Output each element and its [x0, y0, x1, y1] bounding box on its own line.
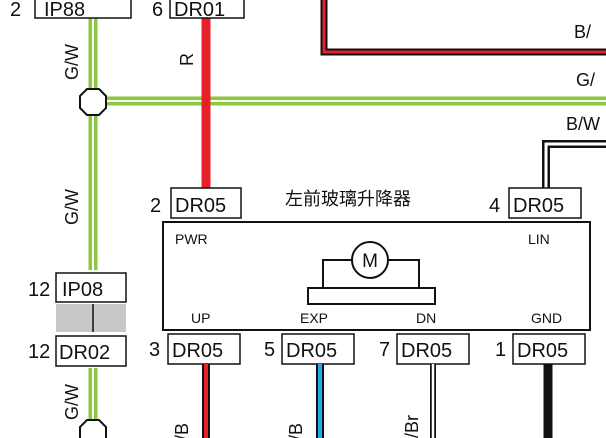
wire-label-gw-bottom: G/W: [62, 384, 82, 420]
wire-label-gw-right: G/: [576, 70, 595, 90]
dr05-pwr-connector: [170, 187, 242, 219]
dr05-lin-connector: [508, 187, 582, 219]
splice-node: [79, 88, 107, 116]
wire-label-r-top: R: [177, 53, 197, 66]
dr02-connector: [55, 335, 127, 367]
port-lin: LIN: [528, 231, 550, 247]
dr01-pin: 6: [152, 0, 163, 21]
dr05-pwr-name: DR05: [175, 195, 226, 217]
dr02-pin: 12: [28, 341, 50, 363]
dr05-exp-name: DR05: [286, 340, 337, 362]
wire-label-b-topright: B/: [574, 22, 591, 42]
dr05-dn-name: DR05: [401, 340, 452, 362]
dr05-up-name: DR05: [172, 340, 223, 362]
splice-node-bottom: [79, 419, 107, 438]
dr01-name: DR01: [174, 0, 225, 21]
dr02-name: DR02: [59, 342, 110, 364]
wire-label-bw-right: B/W: [566, 114, 600, 134]
mating-block: [56, 304, 126, 332]
dr05-dn-connector: [396, 333, 470, 365]
dr05-gnd-pin: 1: [495, 339, 506, 361]
dr05-lin-name: DR05: [513, 195, 564, 217]
dr05-exp-connector: [281, 333, 355, 365]
wire-label-dn: /Br: [402, 415, 422, 438]
dr05-pwr-pin: 2: [150, 195, 161, 217]
ip08-pin: 12: [28, 279, 50, 301]
port-exp: EXP: [300, 310, 328, 326]
ip88-name: IP88: [44, 0, 85, 21]
port-pwr: PWR: [175, 231, 208, 247]
dr05-lin-pin: 4: [489, 195, 500, 217]
dr05-dn-pin: 7: [379, 339, 390, 361]
port-up: UP: [191, 310, 210, 326]
ip88-connector: [34, 0, 132, 19]
dr05-gnd-name: DR05: [517, 340, 568, 362]
ip08-connector: [55, 272, 127, 303]
motor-symbol: M: [362, 251, 378, 272]
dr05-up-connector: [167, 333, 241, 365]
dr05-up-pin: 3: [149, 339, 160, 361]
wire-label-gw-top: G/W: [62, 44, 82, 80]
component-title: 左前玻璃升降器: [285, 189, 411, 210]
wire-label-exp: /B: [286, 423, 306, 438]
port-dn: DN: [416, 310, 436, 326]
bw-wire: [542, 140, 606, 188]
top-loop-wire: [320, 0, 606, 56]
ip88-pin: 2: [10, 0, 21, 21]
wire-label-gw-mid: G/W: [62, 189, 82, 225]
wire-label-up: /B: [172, 423, 192, 438]
dr05-exp-pin: 5: [264, 339, 275, 361]
dr01-connector: [169, 0, 245, 19]
port-gnd: GND: [531, 310, 562, 326]
ip08-name: IP08: [62, 279, 103, 301]
motor-icon: [307, 241, 436, 305]
